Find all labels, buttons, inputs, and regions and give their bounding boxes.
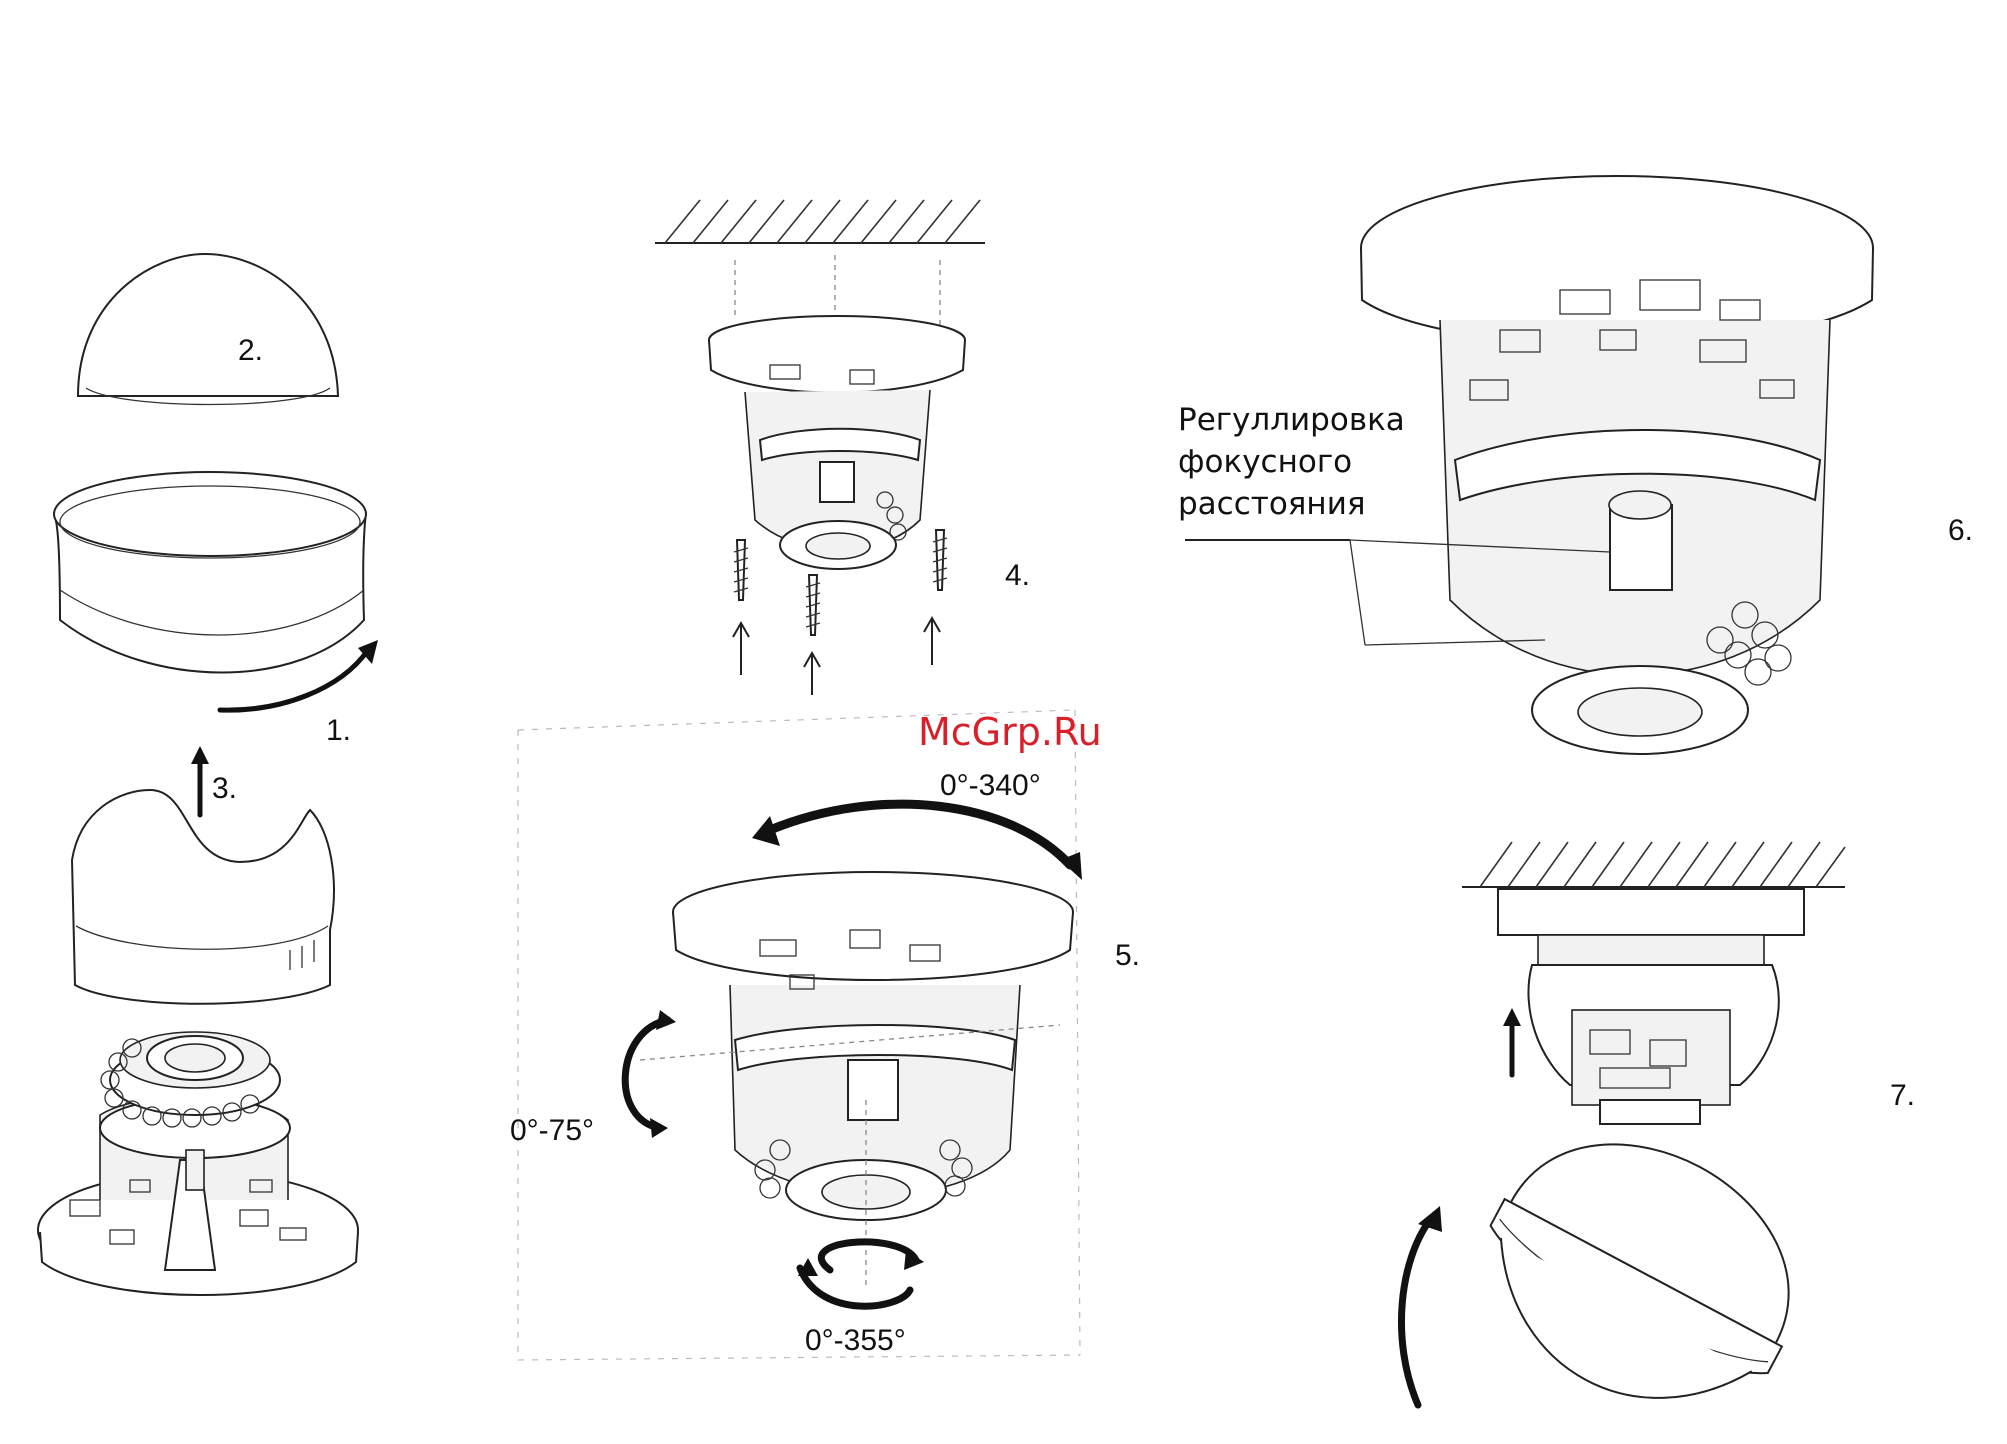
step7-dome-attach xyxy=(1401,842,1845,1444)
step-5-label: 5. xyxy=(1115,939,1140,972)
pan-angle-label: 0°-340° xyxy=(940,769,1041,802)
step-7-label: 7. xyxy=(1890,1079,1915,1112)
step3-camera-module xyxy=(38,1032,358,1295)
watermark: McGrp.Ru xyxy=(918,710,1102,754)
step5-adjustment xyxy=(518,710,1082,1360)
focus-callout-line2: фокусного xyxy=(1178,444,1352,480)
focus-callout-line1: Регуллировка xyxy=(1178,402,1405,438)
tilt-angle-label: 0°-75° xyxy=(510,1114,594,1147)
focus-callout-line3: расстояния xyxy=(1178,486,1366,522)
step-4-label: 4. xyxy=(1005,559,1030,592)
step1-dome-cover xyxy=(54,254,378,710)
step-6-label: 6. xyxy=(1948,514,1973,547)
step-1-label: 1. xyxy=(326,714,351,747)
step3-inner-cover xyxy=(72,746,334,1004)
step4-ceiling-mount xyxy=(655,200,985,695)
rotate-angle-label: 0°-355° xyxy=(805,1324,906,1357)
step-3-label: 3. xyxy=(212,772,237,805)
step-2-label: 2. xyxy=(238,334,263,367)
